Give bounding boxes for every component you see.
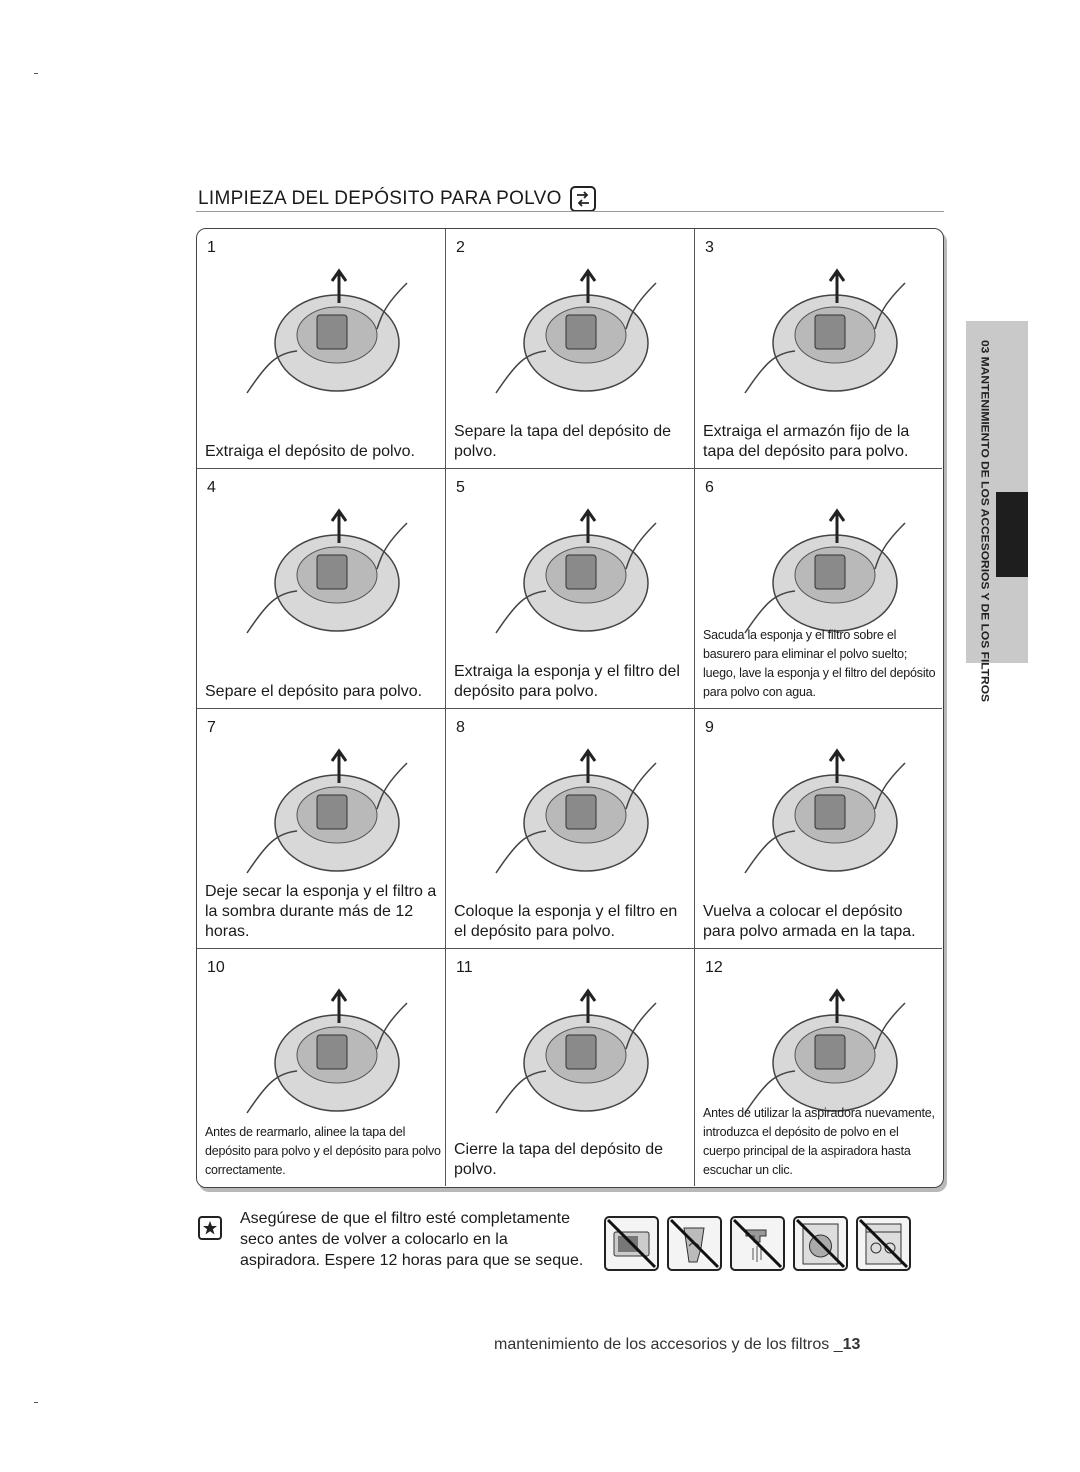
page-number: 13 — [842, 1336, 861, 1353]
no-dishwasher-icon — [856, 1216, 911, 1271]
remove-dustbin-illustration — [217, 243, 427, 413]
step-number: 11 — [456, 959, 473, 976]
step-caption: Vuelva a colocar el depósito para polvo … — [703, 903, 916, 940]
separate-cover-illustration — [466, 243, 676, 413]
no-microwave-icon — [604, 1216, 659, 1271]
page-title: LIMPIEZA DEL DEPÓSITO PARA POLVO — [198, 186, 596, 212]
step-caption: Sacuda la esponja y el filtro sobre el b… — [703, 628, 936, 699]
step-number: 2 — [456, 239, 465, 256]
step-number: 1 — [207, 239, 216, 256]
step-caption: Extraiga el depósito de polvo. — [205, 443, 415, 460]
step-number: 9 — [705, 719, 714, 736]
remove-sponge-illustration — [466, 483, 676, 653]
step-caption: Cierre la tapa del depósito de polvo. — [454, 1141, 664, 1178]
step-number: 12 — [705, 959, 723, 976]
no-hairdryer-icon — [667, 1216, 722, 1271]
prohibited-methods — [604, 1216, 911, 1271]
wash-filter-illustration — [715, 483, 925, 653]
step-number: 5 — [456, 479, 465, 496]
no-washing-machine-icon — [793, 1216, 848, 1271]
crop-mark — [34, 1402, 38, 1403]
power-unplug-icon — [569, 186, 596, 212]
step-caption: Separe la tapa del depósito de polvo. — [454, 423, 672, 460]
page-footer: mantenimiento de los accesorios y de los… — [494, 1336, 860, 1354]
close-cover-illustration — [466, 963, 676, 1133]
star-note-icon — [198, 1216, 222, 1240]
side-tab-label: 03 MANTENIMIENTO DE LOS ACCESORIOS Y DE … — [978, 340, 992, 703]
footer-section: mantenimiento de los accesorios y de los… — [494, 1336, 843, 1353]
title-rule — [196, 211, 944, 212]
remove-frame-illustration — [715, 243, 925, 413]
step-number: 4 — [207, 479, 216, 496]
step-number: 3 — [705, 239, 714, 256]
no-tap-water-icon — [730, 1216, 785, 1271]
step-caption: Antes de rearmarlo, alinee la tapa del d… — [205, 1125, 441, 1177]
step-caption: Separe el depósito para polvo. — [205, 683, 423, 700]
step-number: 7 — [207, 719, 216, 736]
step-caption: Extraiga el armazón fijo de la tapa del … — [703, 423, 910, 460]
side-tab-marker — [996, 492, 1028, 577]
step-number: 8 — [456, 719, 465, 736]
page-title-text: LIMPIEZA DEL DEPÓSITO PARA POLVO — [198, 188, 562, 209]
step-number: 10 — [207, 959, 225, 976]
step-caption: Deje secar la esponja y el filtro a la s… — [205, 883, 437, 940]
reattach-bin-illustration — [715, 723, 925, 893]
dry-in-shade-illustration — [217, 723, 427, 893]
note-text: Asegúrese de que el filtro esté completa… — [240, 1210, 584, 1269]
crop-mark — [34, 73, 38, 74]
step-caption: Coloque la esponja y el filtro en el dep… — [454, 903, 678, 940]
separate-bin-illustration — [217, 483, 427, 653]
align-cover-illustration — [217, 963, 427, 1133]
insert-dustbin-illustration — [715, 963, 925, 1133]
insert-sponge-illustration — [466, 723, 676, 893]
step-number: 6 — [705, 479, 714, 496]
step-caption: Antes de utilizar la aspiradora nuevamen… — [703, 1106, 935, 1177]
step-caption: Extraiga la esponja y el filtro del depó… — [454, 663, 680, 700]
